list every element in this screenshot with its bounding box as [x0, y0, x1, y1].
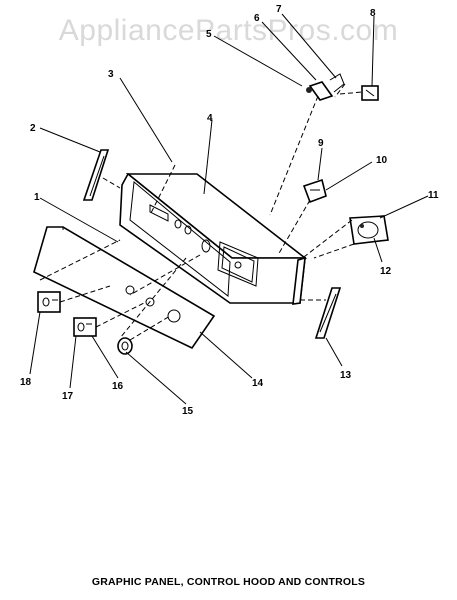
watermark-logo: AppliancePartsPros.com — [58, 14, 399, 47]
callout-17: 17 — [62, 391, 74, 402]
callout-3: 3 — [108, 69, 114, 80]
callout-2: 2 — [30, 123, 36, 134]
bracket — [302, 178, 327, 204]
callout-7: 7 — [276, 4, 282, 15]
callout-12: 12 — [380, 266, 392, 277]
switch-16-17 — [73, 317, 97, 337]
callout-10: 10 — [376, 155, 388, 166]
callout-8: 8 — [370, 8, 376, 19]
end-cap-left — [82, 149, 110, 201]
timer — [349, 215, 389, 245]
callout-labels: 1 2 3 4 5 6 7 8 9 10 11 12 13 14 15 16 1… — [20, 4, 439, 417]
callout-16: 16 — [112, 381, 124, 392]
callout-9: 9 — [318, 138, 324, 149]
callout-1: 1 — [34, 192, 40, 203]
switch-18 — [37, 291, 61, 313]
control-hood — [119, 172, 308, 305]
alignment-lines — [39, 83, 363, 341]
callout-13: 13 — [340, 370, 352, 381]
graphic-panel — [33, 226, 216, 350]
knob — [117, 337, 133, 355]
callout-5: 5 — [206, 29, 212, 40]
callout-11: 11 — [428, 190, 439, 201]
leader-lines — [29, 13, 429, 405]
callout-14: 14 — [252, 378, 264, 389]
callout-4: 4 — [207, 113, 213, 124]
callout-18: 18 — [20, 377, 32, 388]
callout-15: 15 — [182, 406, 194, 417]
end-cap-right — [314, 287, 342, 339]
diagram-caption: GRAPHIC PANEL, CONTROL HOOD AND CONTROLS — [91, 576, 366, 588]
callout-6: 6 — [254, 13, 260, 24]
switch-assembly — [306, 73, 379, 101]
